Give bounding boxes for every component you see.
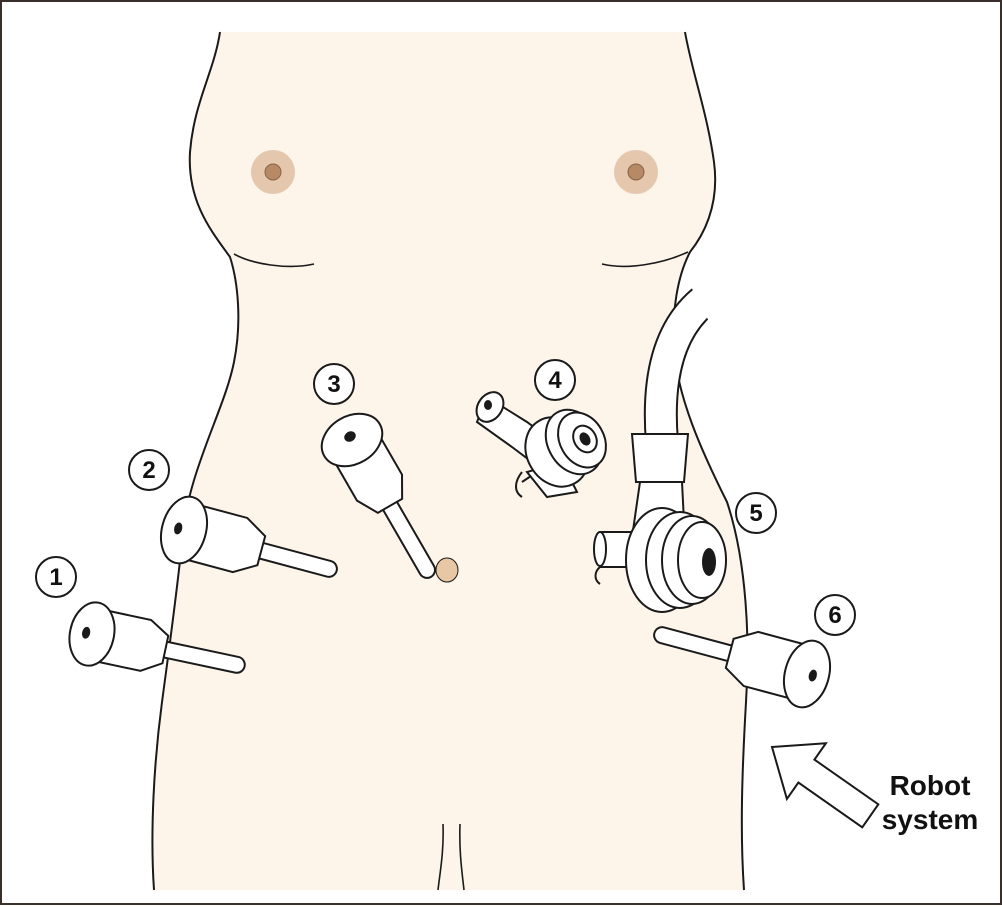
robot-label-line1: Robot xyxy=(870,769,990,803)
port-number-5: 5 xyxy=(749,500,762,527)
port-number-4: 4 xyxy=(548,367,562,394)
port-badge-4: 4 xyxy=(535,360,575,400)
port-number-1: 1 xyxy=(49,564,62,591)
robot-label-line2: system xyxy=(870,803,990,837)
port-badge-2: 2 xyxy=(129,450,169,490)
port-number-2: 2 xyxy=(142,457,155,484)
port-badge-6: 6 xyxy=(815,595,855,635)
port-number-3: 3 xyxy=(327,371,340,398)
left-nipple xyxy=(265,164,281,180)
port-badge-5: 5 xyxy=(736,493,776,533)
port-badge-3: 3 xyxy=(314,364,354,404)
port-badge-1: 1 xyxy=(36,557,76,597)
navel xyxy=(436,558,458,582)
port-number-6: 6 xyxy=(828,602,841,629)
robot-system-label: Robot system xyxy=(870,769,990,837)
right-nipple xyxy=(628,164,644,180)
